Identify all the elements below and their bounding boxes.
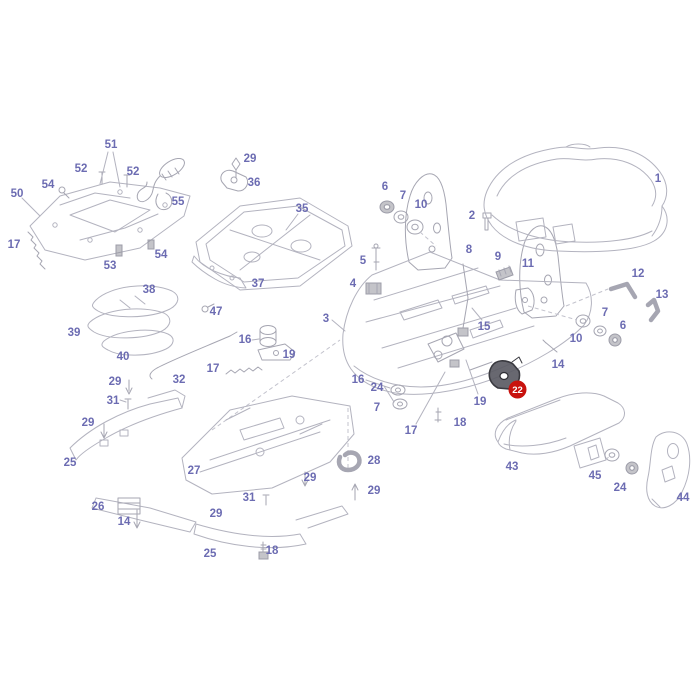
part-label-4[interactable]: 4 xyxy=(350,278,357,290)
seat-cushion xyxy=(483,143,668,253)
part-label-17[interactable]: 17 xyxy=(405,425,418,437)
part-label-29[interactable]: 29 xyxy=(304,472,317,484)
part-label-50[interactable]: 50 xyxy=(11,188,24,200)
part-label-9[interactable]: 9 xyxy=(495,251,501,263)
part-label-3[interactable]: 3 xyxy=(323,313,329,325)
part-label-27[interactable]: 27 xyxy=(188,465,201,477)
part-label-6[interactable]: 6 xyxy=(382,181,388,193)
part-label-54[interactable]: 54 xyxy=(42,179,55,191)
handle-rod-group xyxy=(149,303,296,380)
part-label-16[interactable]: 16 xyxy=(239,334,252,346)
part-label-53[interactable]: 53 xyxy=(104,260,117,272)
part-label-12[interactable]: 12 xyxy=(632,268,645,280)
part-label-24[interactable]: 24 xyxy=(614,482,627,494)
part-label-16[interactable]: 16 xyxy=(352,374,365,386)
part-label-17[interactable]: 17 xyxy=(207,363,220,375)
part-label-31[interactable]: 31 xyxy=(243,492,256,504)
part-label-54[interactable]: 54 xyxy=(155,249,168,261)
part-label-29[interactable]: 29 xyxy=(210,508,223,520)
part-label-45[interactable]: 45 xyxy=(589,470,602,482)
part-label-7[interactable]: 7 xyxy=(602,307,608,319)
seat-base-frame xyxy=(211,173,592,468)
part-label-24[interactable]: 24 xyxy=(371,382,384,394)
part-label-19[interactable]: 19 xyxy=(283,349,296,361)
part-label-44[interactable]: 44 xyxy=(677,492,690,504)
part-label-14[interactable]: 14 xyxy=(118,516,131,528)
part-label-52[interactable]: 52 xyxy=(75,163,88,175)
part-label-35[interactable]: 35 xyxy=(296,203,309,215)
part-label-6[interactable]: 6 xyxy=(620,320,626,332)
part-label-29[interactable]: 29 xyxy=(368,485,381,497)
part-label-36[interactable]: 36 xyxy=(248,177,261,189)
seat-pan-cover-assembly xyxy=(191,157,353,291)
part-label-13[interactable]: 13 xyxy=(656,289,669,301)
part-label-29[interactable]: 29 xyxy=(244,153,257,165)
part-label-10[interactable]: 10 xyxy=(570,333,583,345)
part-label-14[interactable]: 14 xyxy=(552,359,565,371)
lower-frame-assembly xyxy=(69,379,362,560)
part-label-29[interactable]: 29 xyxy=(109,376,122,388)
part-label-38[interactable]: 38 xyxy=(143,284,156,296)
part-label-26[interactable]: 26 xyxy=(92,501,105,513)
part-label-31[interactable]: 31 xyxy=(107,395,120,407)
part-label-7[interactable]: 7 xyxy=(400,190,406,202)
highlight-circle[interactable] xyxy=(508,380,527,399)
part-label-25[interactable]: 25 xyxy=(204,548,217,560)
selected-part-marker: 22 xyxy=(508,380,527,399)
right-recliner-hardware xyxy=(527,281,661,353)
part-label-55[interactable]: 55 xyxy=(172,196,185,208)
part-label-10[interactable]: 10 xyxy=(415,199,428,211)
armrest-assembly xyxy=(494,392,691,509)
part-label-29[interactable]: 29 xyxy=(82,417,95,429)
part-label-15[interactable]: 15 xyxy=(478,321,491,333)
part-label-47[interactable]: 47 xyxy=(210,306,223,318)
part-label-51[interactable]: 51 xyxy=(105,139,118,151)
highlighted-part-22[interactable] xyxy=(488,356,523,390)
part-label-7[interactable]: 7 xyxy=(374,402,380,414)
part-label-28[interactable]: 28 xyxy=(368,455,381,467)
part-label-25[interactable]: 25 xyxy=(64,457,77,469)
part-label-11[interactable]: 11 xyxy=(522,258,535,270)
harness-pan-assembly xyxy=(21,151,191,270)
part-label-32[interactable]: 32 xyxy=(173,374,186,386)
part-label-18[interactable]: 18 xyxy=(266,545,279,557)
part-label-5[interactable]: 5 xyxy=(360,255,367,267)
part-label-8[interactable]: 8 xyxy=(466,244,473,256)
part-label-52[interactable]: 52 xyxy=(127,166,140,178)
part-label-17[interactable]: 17 xyxy=(8,239,21,251)
part-label-19[interactable]: 19 xyxy=(474,396,487,408)
highlight-number[interactable]: 22 xyxy=(512,385,523,396)
part-label-43[interactable]: 43 xyxy=(506,461,519,473)
foam-pads xyxy=(87,285,179,356)
part-label-39[interactable]: 39 xyxy=(68,327,81,339)
part-label-37[interactable]: 37 xyxy=(252,278,265,290)
part-label-2[interactable]: 2 xyxy=(469,210,475,222)
part-label-1[interactable]: 1 xyxy=(655,173,662,185)
part-label-18[interactable]: 18 xyxy=(454,417,467,429)
part-label-40[interactable]: 40 xyxy=(117,351,130,363)
